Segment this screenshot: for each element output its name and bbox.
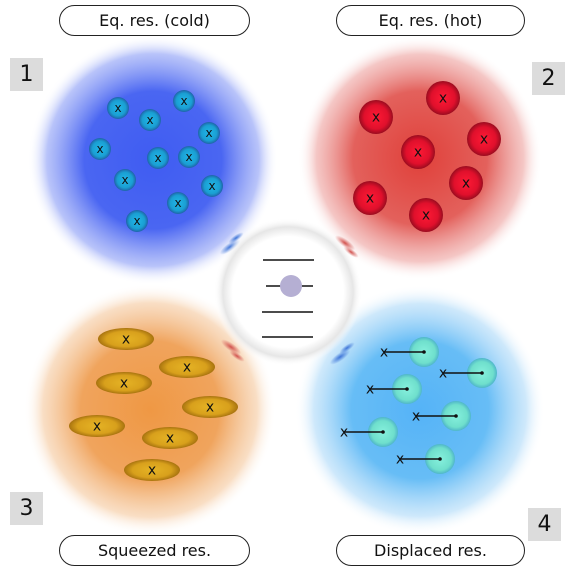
coupling-wave-squeezed — [220, 339, 245, 362]
displacement-dot — [381, 430, 385, 434]
panel-number-1: 1 — [10, 58, 43, 91]
particle-marker: x — [396, 452, 404, 468]
displaced-reservoir-cloud — [295, 285, 545, 535]
particle-marker: x — [114, 101, 121, 115]
particle-marker: x — [180, 94, 187, 108]
squeezed-particle — [142, 427, 198, 449]
particle-marker: x — [166, 431, 174, 447]
particle-marker: x — [133, 214, 140, 228]
hot-particles: x x x x x x x — [353, 81, 501, 232]
squeezed-particle — [96, 372, 152, 394]
particle-marker: x — [340, 425, 348, 441]
particle-marker: x — [205, 126, 212, 140]
particle-marker: x — [462, 176, 470, 192]
label-squeezed-reservoir: Squeezed res. — [59, 535, 250, 566]
system-atom — [280, 275, 302, 297]
panel-number-3: 3 — [10, 492, 43, 525]
particle-marker: x — [206, 400, 214, 416]
hot-particle — [353, 181, 387, 215]
label-displaced-reservoir: Displaced res. — [336, 535, 525, 566]
displacement-dot — [405, 387, 409, 391]
squeezed-particle — [182, 396, 238, 418]
displaced-particles: x x x x x x — [340, 337, 497, 474]
cold-particle — [139, 109, 161, 131]
cold-particle — [167, 192, 189, 214]
particle-marker: x — [380, 345, 388, 361]
squeezed-particle — [98, 328, 154, 350]
particle-marker: x — [366, 191, 374, 207]
particle-marker: x — [146, 113, 153, 127]
cold-particle — [126, 210, 148, 232]
particle-marker: x — [120, 376, 128, 392]
particle-marker: x — [185, 150, 192, 164]
hot-particle — [401, 135, 435, 169]
particle-marker: x — [121, 173, 128, 187]
particle-marker: x — [174, 196, 181, 210]
displacement-dot — [480, 371, 484, 375]
coupling-wave-displaced — [329, 342, 355, 365]
particle-marker: x — [93, 419, 101, 435]
squeezed-reservoir-cloud — [24, 284, 276, 536]
hot-particle — [409, 198, 443, 232]
cold-particle — [173, 90, 195, 112]
hot-particle — [359, 100, 393, 134]
hot-particle — [467, 122, 501, 156]
displacement-dot — [454, 414, 458, 418]
label-cold-reservoir: Eq. res. (cold) — [59, 5, 250, 36]
displacement-dot — [438, 457, 442, 461]
squeezed-particle — [69, 415, 125, 437]
cold-particle — [107, 97, 129, 119]
particle-marker: x — [439, 91, 447, 107]
cold-particle — [201, 175, 223, 197]
hot-particle — [426, 81, 460, 115]
particle-marker: x — [96, 142, 103, 156]
particle-marker: x — [414, 145, 422, 161]
particle-marker: x — [154, 151, 161, 165]
cold-particle — [178, 146, 200, 168]
particle-marker: x — [372, 110, 380, 126]
particle-marker: x — [122, 332, 130, 348]
particle-marker: x — [439, 366, 447, 382]
hot-particle — [449, 166, 483, 200]
squeezed-particle — [124, 459, 180, 481]
particle-marker: x — [183, 360, 191, 376]
particle-marker: x — [148, 463, 156, 479]
displacement-dot — [422, 350, 426, 354]
particle-marker: x — [422, 208, 430, 224]
panel-number-4: 4 — [528, 508, 561, 541]
cold-particle — [198, 122, 220, 144]
particle-marker: x — [366, 382, 374, 398]
panel-number-2: 2 — [532, 62, 565, 95]
particle-marker: x — [208, 179, 215, 193]
particle-marker: x — [412, 409, 420, 425]
particle-marker: x — [480, 132, 488, 148]
cold-particle — [114, 169, 136, 191]
cold-particle — [89, 138, 111, 160]
label-hot-reservoir: Eq. res. (hot) — [336, 5, 525, 36]
cold-particle — [147, 147, 169, 169]
squeezed-particle — [159, 356, 215, 378]
